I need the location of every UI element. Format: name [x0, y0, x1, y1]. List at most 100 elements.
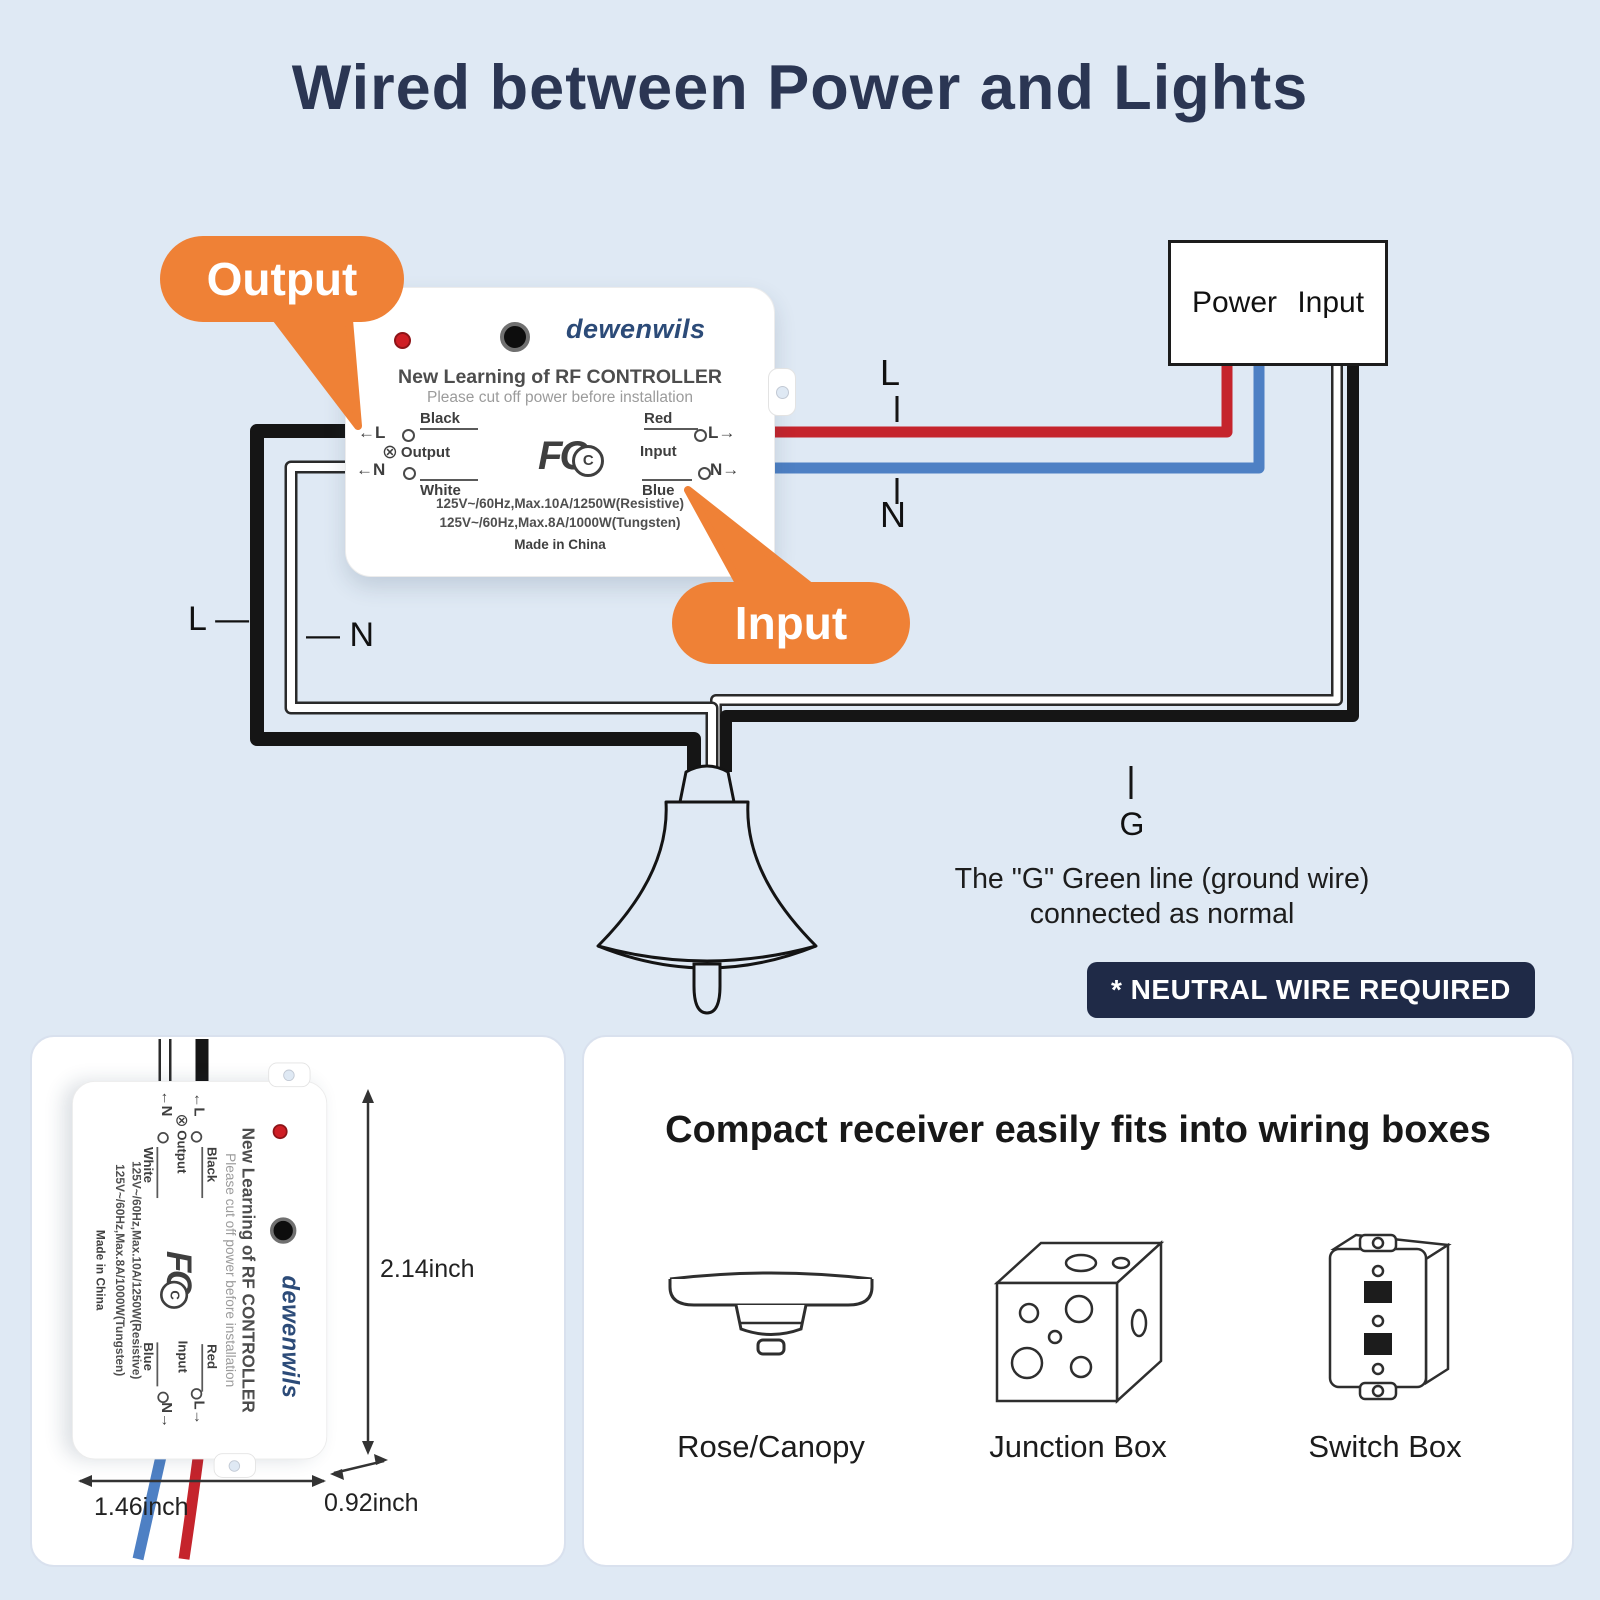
terminal-label-red: Red	[644, 410, 698, 430]
receiver-mini-rotated: dewenwils New Learning of RF CONTROLLER …	[72, 1062, 328, 1478]
switchbox-side	[1424, 1242, 1450, 1386]
lamp-rim	[597, 944, 817, 963]
page-title: Wired between Power and Lights	[291, 53, 1309, 123]
terminal-arrow-in-n: N→	[710, 460, 740, 479]
terminal-arrow-in-l: L→	[190, 1400, 208, 1425]
rating-tungsten: 125V~/60Hz,Max.8A/1000W(Tungsten)	[439, 515, 681, 530]
brand-logo: dewenwils	[566, 314, 706, 344]
screw-hole-icon	[283, 1069, 296, 1081]
arrowhead-icon	[362, 1089, 374, 1103]
input-callout-label: Input	[734, 597, 848, 649]
screw-hole-icon	[775, 385, 789, 399]
output-callout-label: Output	[206, 253, 358, 305]
lamp-canopy	[678, 764, 736, 804]
terminal-label-black: Black	[201, 1147, 219, 1199]
knockout-hole	[1130, 1308, 1148, 1338]
switchbox-ear	[1358, 1233, 1398, 1253]
fcc-letter-c-circled: C	[572, 444, 605, 477]
rating-tungsten: 125V~/60Hz,Max.8A/1000W(Tungsten)	[113, 1164, 127, 1377]
brand-logo: dewenwils	[277, 1275, 304, 1399]
dimension-depth: 0.92inch	[324, 1489, 419, 1517]
made-in-label: Made in China	[514, 537, 606, 552]
screw-hole-icon	[229, 1459, 241, 1472]
knockout-hole	[1047, 1329, 1063, 1345]
terminal-arrow-out-n: ←N	[356, 460, 386, 479]
led-indicator-icon	[394, 332, 411, 349]
knockout-hole	[1069, 1355, 1093, 1379]
lamp-live-label: L —	[188, 600, 250, 638]
terminal-dot-icon	[190, 1131, 203, 1143]
switch-box-figure: Switch Box	[1245, 1217, 1525, 1465]
terminal-arrow-out-n: ←N	[158, 1090, 175, 1117]
live-wire-label: L	[880, 352, 901, 393]
knockout-hole	[1111, 1256, 1131, 1270]
device-title: New Learning of RF CONTROLLER	[398, 366, 722, 388]
rating-resistive: 125V~/60Hz,Max.10A/1250W(Resistive)	[130, 1161, 144, 1380]
pendant-lamp-illustration	[596, 764, 818, 1015]
terminal-dot-icon	[402, 429, 415, 442]
arrowhead-icon	[312, 1475, 326, 1487]
arrowhead-icon	[78, 1475, 92, 1487]
terminal-dot-icon	[403, 467, 416, 480]
device-warning: Please cut off power before installation	[222, 1153, 238, 1388]
rose-canopy-illustration	[668, 1271, 874, 1356]
switch-box-label: Switch Box	[1308, 1429, 1462, 1464]
rose-dome	[734, 1304, 808, 1336]
fcc-mark-icon: FCC	[538, 434, 605, 479]
screw-hole-icon	[1371, 1362, 1385, 1376]
input-callout: Input	[672, 582, 910, 664]
switchbox-ear	[1358, 1381, 1398, 1401]
arrowhead-icon	[374, 1454, 388, 1465]
output-callout: Output	[160, 236, 404, 322]
output-text: Output	[174, 1130, 190, 1174]
rf-receiver-side: dewenwils New Learning of RF CONTROLLER …	[72, 1062, 328, 1478]
terminal-label-output: ⊗ Output	[172, 1113, 191, 1174]
junction-box-figure: Junction Box	[938, 1217, 1218, 1465]
fit-card-title: Compact receiver easily fits into wiring…	[665, 1109, 1491, 1151]
terminal-dot-icon	[190, 1388, 203, 1400]
ground-label: G	[1119, 806, 1145, 842]
screw-hole-icon	[1371, 1384, 1385, 1398]
terminal-dot-icon	[157, 1132, 169, 1144]
fcc-letter-c-circled: C	[160, 1281, 189, 1310]
learning-button	[500, 322, 530, 352]
ground-note-line1: The "G" Green line (ground wire)	[954, 863, 1370, 895]
knockout-hole	[1064, 1253, 1098, 1273]
terminal-label-input: Input	[174, 1340, 190, 1373]
neutral-required-badge: * NEUTRAL WIRE REQUIRED	[1087, 962, 1535, 1018]
fcc-mark-icon: FCC	[158, 1251, 198, 1310]
rose-canopy-figure: Rose/Canopy	[631, 1217, 911, 1465]
terminal-arrow-out-l: ←L	[190, 1092, 208, 1117]
white-return-wire	[712, 358, 1341, 772]
device-title: New Learning of RF CONTROLLER	[238, 1127, 258, 1413]
knockout-hole	[1064, 1294, 1094, 1324]
switch-slot	[1364, 1281, 1392, 1303]
switchbox-front	[1328, 1247, 1428, 1389]
arrowhead-icon	[330, 1469, 344, 1480]
neutral-wire-label: N	[880, 494, 906, 535]
rose-top	[669, 1271, 873, 1281]
output-text: Output	[400, 444, 451, 461]
terminal-label-black: Black	[420, 410, 478, 430]
device-warning: Please cut off power before installation	[427, 389, 693, 406]
rose-canopy-label: Rose/Canopy	[677, 1429, 865, 1464]
size-card: dewenwils New Learning of RF CONTROLLER …	[30, 1035, 566, 1567]
wiring-box-examples: Rose/Canopy Junction Box	[604, 1217, 1552, 1465]
screw-hole-icon	[1371, 1314, 1385, 1328]
rating-resistive: 125V~/60Hz,Max.10A/1250W(Resistive)	[435, 496, 684, 511]
knockout-hole	[1010, 1346, 1044, 1380]
screw-hole-icon	[1371, 1264, 1385, 1278]
arrowhead-icon	[362, 1441, 374, 1455]
terminal-label-input: Input	[640, 443, 677, 460]
terminal-arrow-out-l: ←L	[358, 423, 386, 442]
terminal-label-red: Red	[201, 1344, 219, 1392]
ground-note: The "G" Green line (ground wire) connect…	[912, 862, 1412, 932]
screw-hole-icon	[1371, 1236, 1385, 1250]
lamp-neutral-label: — N	[306, 616, 374, 654]
terminal-label-output: ⊗Output	[382, 443, 450, 462]
rose-plate	[668, 1279, 874, 1307]
receiver-mini-wrapper: dewenwils New Learning of RF CONTROLLER …	[72, 1062, 328, 1478]
lamp-symbol-icon: ⊗	[172, 1113, 191, 1128]
mounting-ear-left	[268, 1062, 311, 1088]
